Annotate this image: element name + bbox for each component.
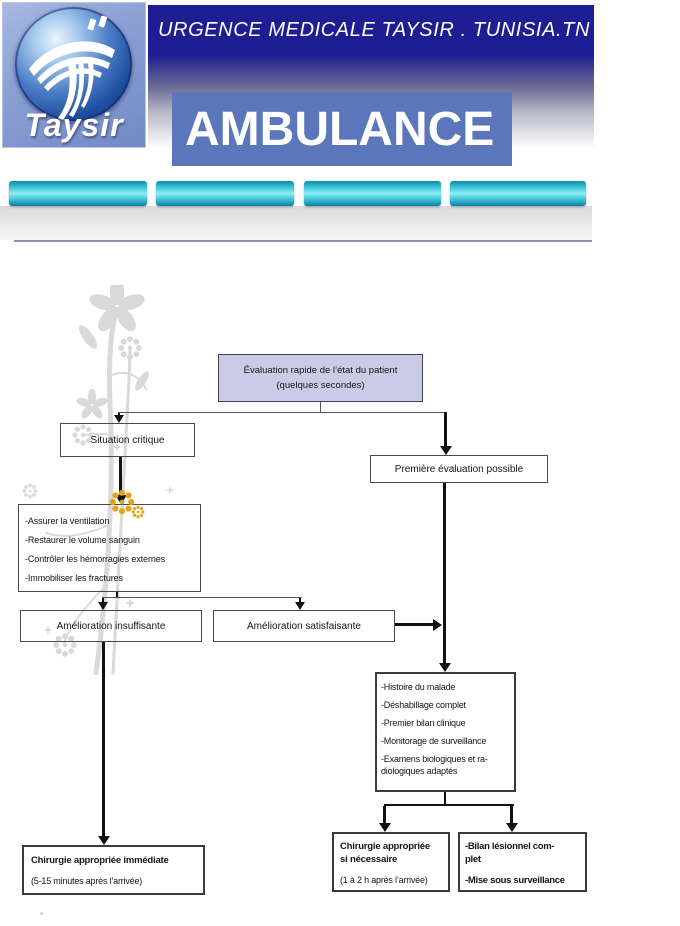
bilan-item: -Déshabillage complet: [381, 700, 466, 710]
mesure-item: -Assurer la ventilation: [25, 516, 110, 526]
chirurgie-si-necessaire-title: Chirurgie appropriée si nécessaire: [340, 841, 430, 865]
connector-right-drop: [444, 412, 447, 446]
connector-eval-stub: [320, 402, 321, 413]
arrow-join-right-line: [433, 619, 442, 631]
connector-insuffisante-down: [102, 642, 105, 836]
connector-mesures-stub: [116, 592, 118, 598]
nav-button-3[interactable]: [304, 181, 441, 206]
arrow-to-chirurgie-immediate: [98, 836, 110, 845]
mesure-item: -Contrôler les hémorragies externes: [25, 554, 166, 564]
connector-chir2-shaft: [383, 806, 386, 823]
banner-title: AMBULANCE: [185, 102, 495, 156]
arrow-to-amelioration-insuffisante: [98, 602, 108, 610]
site-title-bar: URGENCE MEDICALE TAYSIR . TUNISIA.TN: [148, 5, 594, 55]
subheader-panel: [0, 206, 592, 240]
orange-flower-icon: [109, 489, 145, 519]
connector-situation-down: [119, 457, 122, 495]
node-bilan-initial: -Histoire du malade -Déshabillage comple…: [375, 672, 516, 792]
premiere-evaluation-label: Première évaluation possible: [394, 463, 524, 475]
chirurgie-immediate-title: Chirurgie appropriée immédiate: [31, 855, 169, 866]
connector-branch-top: [118, 412, 446, 413]
nav-button-1[interactable]: [9, 181, 147, 206]
site-title: URGENCE MEDICALE TAYSIR . TUNISIA.TN: [158, 18, 591, 41]
node-chirurgie-immediate: Chirurgie appropriée immédiate (5-15 min…: [22, 845, 205, 895]
node-mesures-urgence: -Assurer la ventilation -Restaurer le vo…: [18, 504, 201, 592]
arrow-to-chirurgie-si-necessaire: [379, 823, 391, 832]
arrow-to-premiere-evaluation: [440, 446, 452, 455]
node-premiere-evaluation: Première évaluation possible: [370, 455, 548, 483]
node-bilan-complet: -Bilan lésionnel com- plet -Mise sous su…: [458, 832, 587, 892]
evaluation-line2: (quelques secondes): [276, 380, 365, 391]
amelioration-insuffisante-label: Amélioration insuffisante: [56, 620, 166, 632]
bilan-item: -Histoire du malade: [381, 682, 456, 692]
node-amelioration-insuffisante: Amélioration insuffisante: [20, 610, 202, 642]
connector-satisfaisante-right: [395, 623, 433, 626]
bilan-item: -Monitorage de surveillance: [381, 736, 487, 746]
arrow-to-mesures: [115, 495, 127, 504]
mesure-item: -Restaurer le volume sanguin: [25, 535, 140, 545]
mesure-item: -Immobiliser les fractures: [25, 573, 123, 583]
amelioration-satisfaisante-label: Amélioration satisfaisante: [247, 620, 361, 632]
node-situation-critique: Situation critique: [60, 423, 195, 457]
node-amelioration-satisfaisante: Amélioration satisfaisante: [213, 610, 395, 642]
situation-critique-label: Situation critique: [90, 434, 165, 446]
connector-bilan-stub: [444, 792, 446, 806]
connector-branch-mid: [102, 597, 302, 598]
arrow-to-amelioration-satisfaisante: [295, 602, 305, 610]
site-logo[interactable]: Taysir: [2, 2, 146, 148]
divider-line: [14, 240, 592, 242]
watermark-speck: [40, 912, 43, 915]
nav-button-4[interactable]: [450, 181, 586, 206]
arrow-to-bilan-initial: [439, 663, 451, 672]
connector-premiere-down: [443, 483, 446, 663]
connector-branch-bottom: [384, 804, 514, 806]
bilan-item: -Examens biologiques et ra- diologiques …: [381, 754, 488, 776]
connector-bilanc-shaft: [510, 806, 513, 823]
connector-asat-shaft: [299, 598, 301, 602]
chirurgie-immediate-detail: (5-15 minutes après l’arrivée): [31, 876, 143, 886]
connector-ains-shaft: [102, 598, 104, 602]
arrow-to-situation-critique: [114, 415, 124, 423]
bilan-complet-item1: -Bilan lésionnel com- plet: [465, 841, 555, 865]
evaluation-line1: Évaluation rapide de l’état du patient: [243, 365, 398, 376]
node-chirurgie-si-necessaire: Chirurgie appropriée si nécessaire (1 à …: [332, 832, 450, 892]
bilan-item: -Premier bilan clinique: [381, 718, 466, 728]
node-evaluation-rapide: Évaluation rapide de l’état du patient (…: [218, 354, 423, 402]
logo-text: Taysir: [24, 107, 124, 143]
arrow-to-bilan-complet: [506, 823, 518, 832]
nav-button-2[interactable]: [156, 181, 294, 206]
bilan-complet-item2: -Mise sous surveillance: [465, 875, 565, 886]
taysir-logo-icon: [15, 7, 132, 121]
ambulance-banner: AMBULANCE: [172, 92, 512, 166]
chirurgie-si-necessaire-detail: (1 à 2 h après l’arrivée): [340, 875, 428, 885]
